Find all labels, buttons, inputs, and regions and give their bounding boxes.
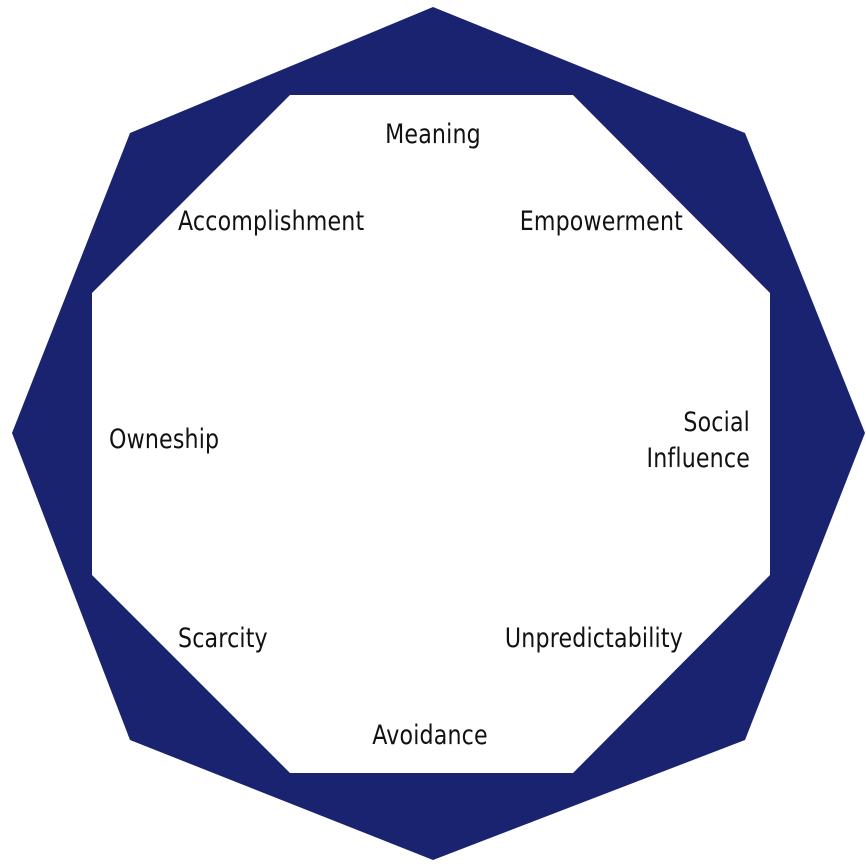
label-accomplishment: Accomplishment	[178, 206, 365, 237]
inner-octagon-panel	[92, 95, 770, 773]
label-social-line-2: Influence	[646, 442, 750, 474]
label-empowerment: Empowerment	[519, 206, 683, 237]
label-ownership: Owneship	[109, 424, 220, 455]
label-social-line-1: Social	[683, 407, 750, 438]
label-social-influence: Social Influence	[594, 405, 750, 476]
label-scarcity: Scarcity	[178, 623, 268, 654]
label-meaning: Meaning	[385, 119, 481, 150]
label-unpredictability: Unpredictability	[504, 623, 683, 654]
label-avoidance: Avoidance	[372, 720, 488, 751]
